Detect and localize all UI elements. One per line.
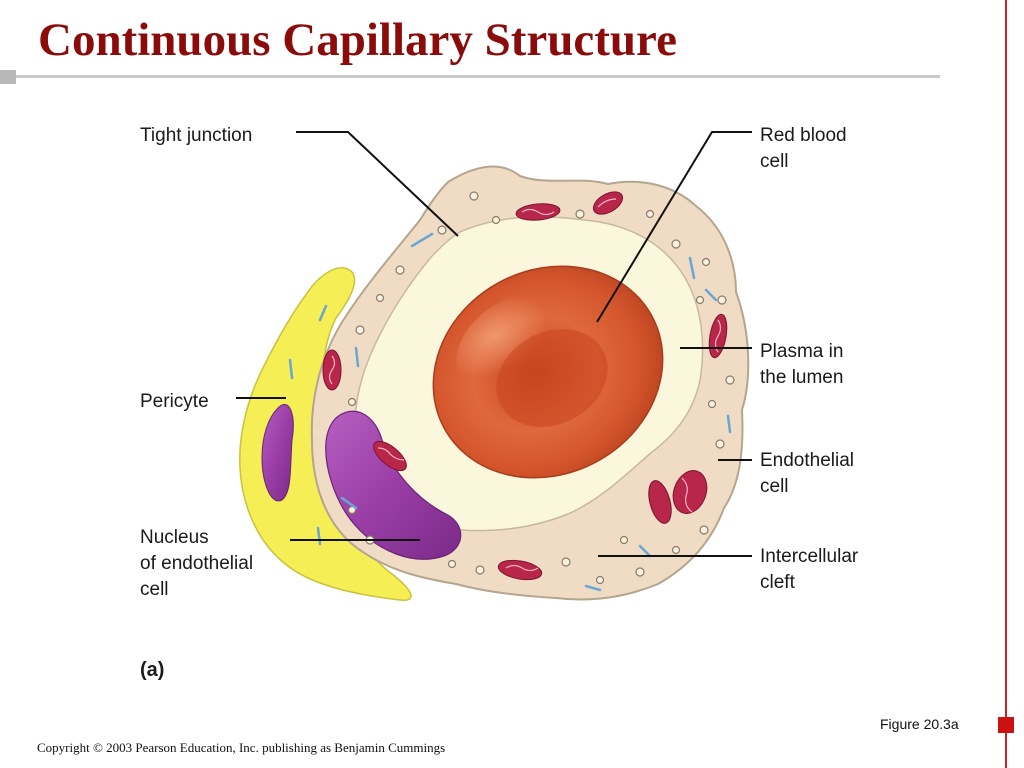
caveolae bbox=[288, 232, 732, 592]
divider-marker bbox=[0, 70, 16, 84]
panel-label: (a) bbox=[140, 659, 164, 681]
pericyte-body bbox=[239, 267, 412, 601]
label-pericyte: Pericyte bbox=[140, 391, 209, 412]
label-endothelial-line2: cell bbox=[760, 476, 789, 497]
label-red-blood-cell-line1: Red blood bbox=[760, 125, 847, 146]
label-nucleus-line3: cell bbox=[140, 579, 169, 600]
label-tight-junction: Tight junction bbox=[140, 125, 252, 146]
copyright-notice: Copyright © 2003 Pearson Education, Inc.… bbox=[37, 740, 446, 755]
label-intercellular-line1: Intercellular bbox=[760, 546, 859, 567]
figure-reference: Figure 20.3a bbox=[880, 716, 959, 732]
label-nucleus-line2: of endothelial bbox=[140, 553, 253, 574]
leader-lines bbox=[236, 131, 752, 557]
label-red-blood-cell-line2: cell bbox=[760, 151, 789, 172]
label-plasma-line2: the lumen bbox=[760, 367, 843, 388]
corner-marker bbox=[998, 717, 1014, 733]
red-blood-cell-center bbox=[496, 329, 608, 427]
pericyte-nucleus bbox=[261, 404, 294, 502]
label-plasma-line1: Plasma in bbox=[760, 341, 843, 362]
label-endothelial-line1: Endothelial bbox=[760, 450, 854, 471]
endothelial-nucleus bbox=[325, 410, 462, 560]
vesicles bbox=[347, 191, 735, 585]
title-divider bbox=[0, 75, 940, 78]
slide-title: Continuous Capillary Structure bbox=[38, 14, 677, 66]
label-nucleus-line1: Nucleus bbox=[140, 527, 209, 548]
label-intercellular-line2: cleft bbox=[760, 572, 796, 593]
mitochondria-cristae bbox=[328, 198, 722, 572]
right-border-line bbox=[1005, 0, 1007, 768]
